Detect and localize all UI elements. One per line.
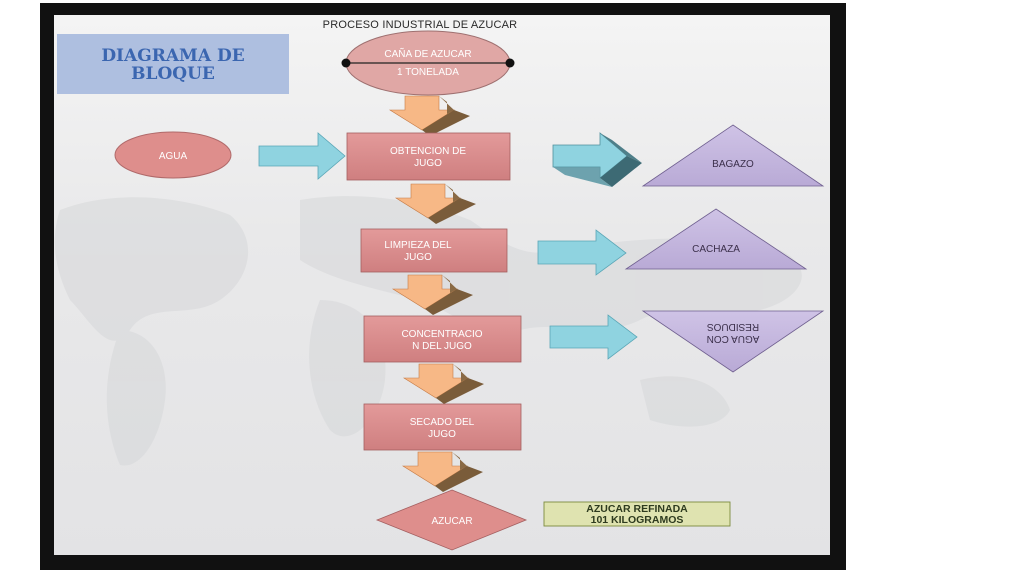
step-4-line1: SECADO DEL (410, 417, 475, 428)
input-line1: CAÑA DE AZUCAR (384, 47, 471, 60)
byproduct-triangle: AGUA CON RESIDUOS (641, 310, 825, 373)
step-4-line2: JUGO (428, 429, 456, 440)
step-1-line2: JUGO (414, 158, 442, 169)
side-arrow (537, 229, 627, 276)
byproduct-cachaza: CACHAZA (692, 244, 740, 255)
step-1-line1: OBTENCION DE (390, 146, 466, 157)
down-arrow (388, 95, 470, 136)
byproduct-agua-residuos-line2: RESIDUOS (707, 321, 760, 332)
byproduct-triangle: BAGAZO (641, 124, 825, 187)
down-arrow (394, 183, 476, 224)
output-diamond: AZUCAR (375, 489, 528, 551)
input-line2: 1 TONELADA (397, 67, 459, 78)
down-arrows (388, 95, 484, 492)
side-arrow (549, 314, 638, 360)
water-input: AGUA (114, 131, 232, 179)
byproduct-triangle: CACHAZA (624, 208, 808, 270)
down-arrow (402, 363, 484, 404)
water-label: AGUA (159, 151, 188, 162)
output-label: AZUCAR (431, 516, 472, 527)
process-step: CONCENTRACIO N DEL JUGO (363, 315, 522, 363)
result-line2: 101 KILOGRAMOS (591, 514, 684, 526)
result-line1: AZUCAR REFINADA (586, 503, 688, 515)
byproduct-agua-residuos-line1: AGUA CON (707, 333, 760, 344)
side-arrow (258, 132, 346, 180)
slide-panel: PROCESO INDUSTRIAL DE AZUCAR DIAGRAMA DE… (54, 15, 830, 555)
diagram-label-line2: BLOQUE (131, 64, 215, 84)
process-step: OBTENCION DE JUGO (346, 132, 511, 181)
side-arrow (552, 132, 642, 187)
step-2-line1: LIMPIEZA DEL (384, 240, 452, 251)
step-3-line2: N DEL JUGO (412, 341, 472, 352)
diagram-title: PROCESO INDUSTRIAL DE AZUCAR (323, 19, 518, 31)
input-node: CAÑA DE AZUCAR 1 TONELADA (341, 30, 515, 96)
step-3-line1: CONCENTRACIO (401, 329, 482, 340)
down-arrow (391, 274, 473, 315)
process-step: LIMPIEZA DEL JUGO (360, 228, 508, 273)
result-box: AZUCAR REFINADA 101 KILOGRAMOS (543, 501, 731, 527)
diagram-label-box: DIAGRAMA DE BLOQUE (57, 34, 289, 94)
byproduct-bagazo: BAGAZO (712, 159, 754, 170)
step-2-line2: JUGO (404, 252, 432, 263)
diagram-label-line1: DIAGRAMA DE (101, 46, 244, 66)
down-arrow (401, 451, 483, 492)
process-step: SECADO DEL JUGO (363, 403, 522, 451)
block-diagram: PROCESO INDUSTRIAL DE AZUCAR DIAGRAMA DE… (54, 19, 825, 551)
